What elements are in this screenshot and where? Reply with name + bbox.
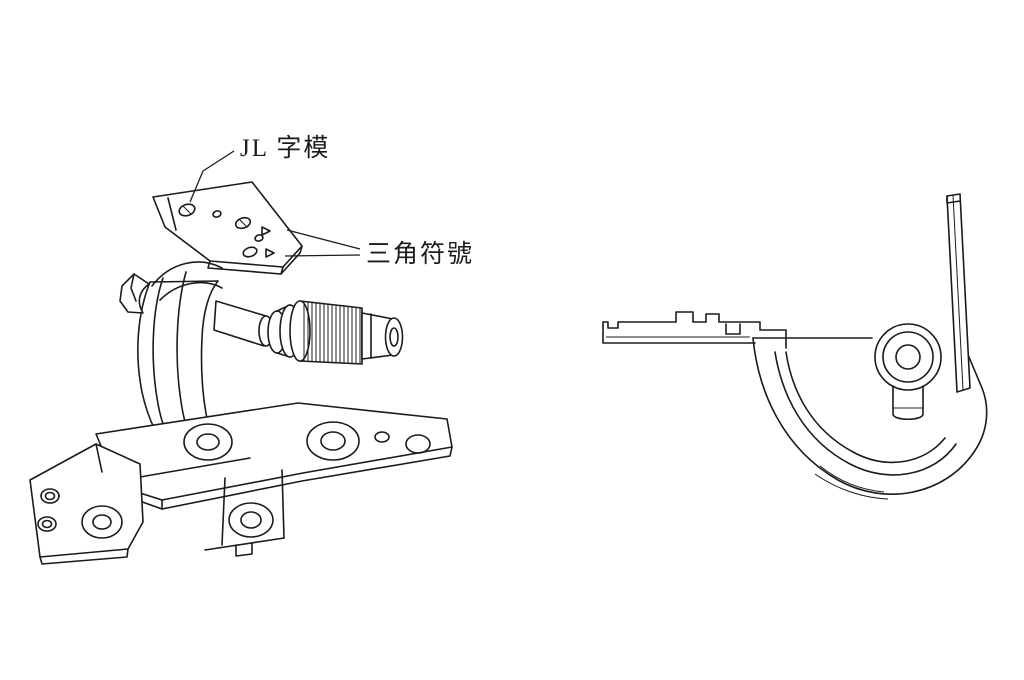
leader-line-triangle-1 bbox=[286, 229, 361, 250]
boss-hole-1 bbox=[183, 423, 233, 461]
label-jl: JL 字模 bbox=[240, 134, 330, 162]
screw-head-circles bbox=[874, 323, 942, 421]
base-plate bbox=[95, 402, 453, 510]
right-side-view bbox=[602, 193, 988, 500]
left-hook-arm bbox=[119, 273, 150, 314]
leader-line-triangle-2 bbox=[284, 254, 361, 257]
corner-boss bbox=[81, 505, 123, 539]
knurled-screw bbox=[213, 300, 404, 365]
left-isometric-view bbox=[29, 181, 453, 565]
screw-bottom-tab bbox=[892, 385, 924, 421]
screw-end-cap bbox=[384, 317, 404, 357]
triangle-mark-1 bbox=[261, 226, 271, 236]
boss-hole-2 bbox=[306, 421, 360, 461]
end-hole bbox=[405, 434, 431, 454]
knurl-texture bbox=[303, 302, 361, 364]
jl-stamp-hole bbox=[178, 203, 196, 217]
leader-line-jl bbox=[189, 150, 235, 203]
bottom-center-boss bbox=[204, 469, 285, 557]
top-plate bbox=[152, 181, 303, 275]
triangle-mark-2 bbox=[265, 248, 275, 258]
vertical-plate bbox=[946, 193, 971, 393]
lower-left-bracket bbox=[29, 443, 144, 565]
label-triangle: 三角符號 bbox=[366, 240, 474, 268]
annotations: JL 字模 三角符號 bbox=[189, 134, 474, 268]
top-rail bbox=[602, 311, 787, 349]
j-hook-body bbox=[752, 337, 988, 500]
small-hole bbox=[374, 431, 390, 443]
